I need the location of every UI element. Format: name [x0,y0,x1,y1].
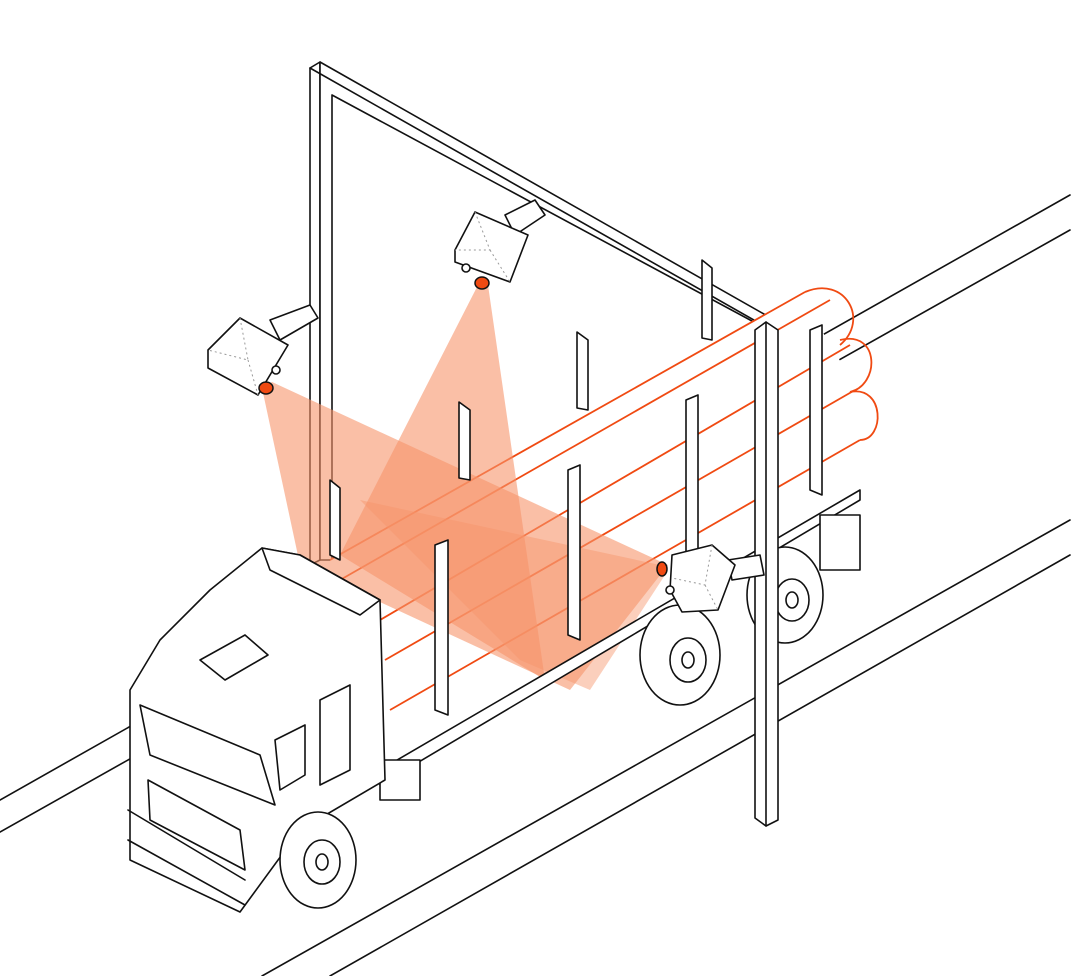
beam-camera-top [340,285,545,680]
truck-cab [127,547,386,913]
camera-top [454,199,546,290]
camera-left [207,304,319,396]
camera-right [656,544,765,613]
stakes [329,259,823,716]
camera-right-lens-icon [656,561,668,577]
gate-front-post [754,321,779,827]
camera-left-lens-icon [258,381,274,395]
camera-top-lens-icon [474,276,490,290]
